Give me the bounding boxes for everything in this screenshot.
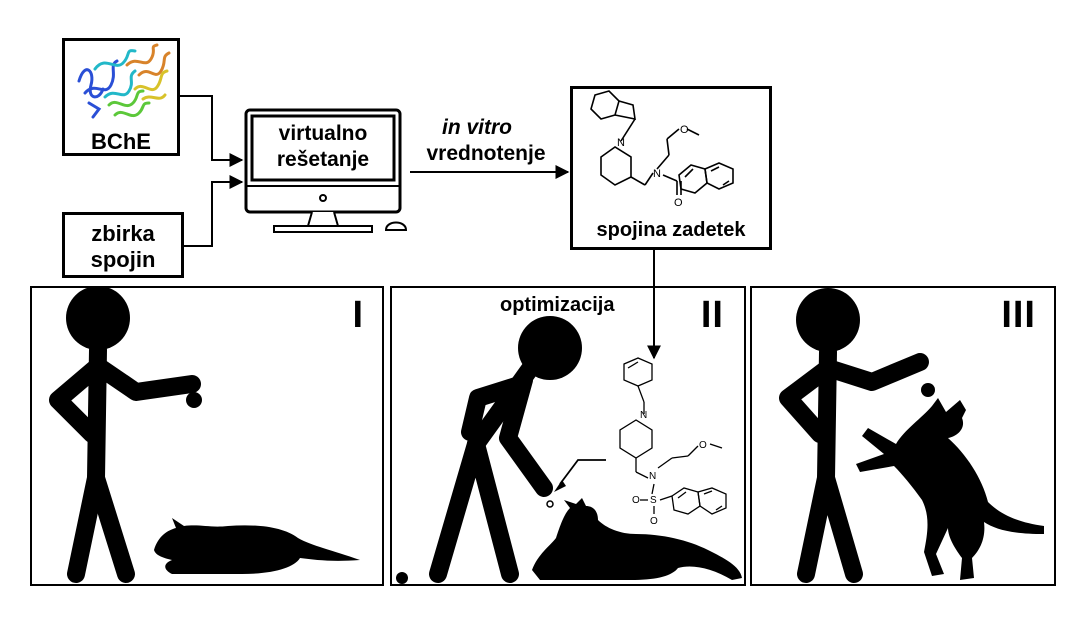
bche-to-screen-arrow [180,95,244,167]
panel-ii-numeral: II [700,294,724,336]
computer-icon [244,108,408,233]
person-standing-figure [49,288,202,583]
opt-atom-o1: O [699,440,707,451]
bche-box: BChE [62,38,180,156]
hit-atom-o1: O [680,124,689,136]
hit-compound-label: spojina zadetek [596,219,746,241]
opt-atom-o3: O [650,516,658,527]
library-label-line1: zbirka [91,221,155,246]
screen-label-line2: rešetanje [276,148,370,171]
hit-atom-o2: O [674,197,683,209]
dog-lying-silhouette [154,518,360,574]
opt-atom-o2: O [632,495,640,506]
panel-iii-numeral: III [1001,294,1036,336]
person-bending-figure [396,316,606,584]
panel-iii: III [750,286,1056,586]
opt-atom-n1: N [640,410,647,421]
panel-i: I [30,286,384,586]
bche-label: BChE [91,129,151,154]
dog-raising-head-silhouette [532,498,742,580]
optimization-label: optimizacija [500,294,615,316]
hit-compound-structure: N O N O [590,90,734,209]
screen-label-line1: virtualno [278,122,368,145]
dog-jumping-silhouette [856,398,1044,580]
panel-ii: optimizacija II [390,286,746,586]
in-vitro-label: in vitro [441,116,512,139]
compound-library-box: zbirka spojin [62,212,184,278]
protein-structure-icon [77,43,171,119]
person-offering-figure [779,288,935,583]
opt-atom-n2: N [649,471,656,482]
hit-atom-n1: N [617,137,625,149]
panel-i-numeral: I [352,294,364,336]
opt-atom-s: S [650,495,657,506]
hit-atom-n2: N [653,168,661,180]
library-to-screen-arrow [184,175,244,247]
optimized-compound-structure: N O N S O O [619,357,727,527]
hit-compound-box: N O N O spojina zadetek [570,86,772,250]
library-label-line2: spojin [90,247,156,272]
evaluation-label: vrednotenje [426,142,546,165]
